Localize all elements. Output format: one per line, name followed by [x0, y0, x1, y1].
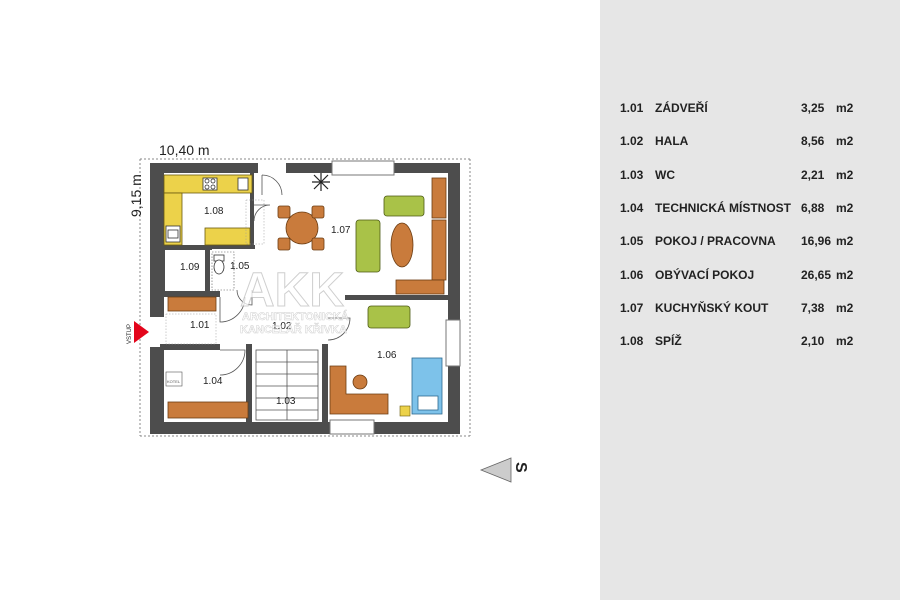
room-row: 1.02 HALA 8,56 m2 — [600, 131, 900, 151]
room-area: 26,65 — [801, 268, 832, 282]
watermark-logo: AKK — [240, 264, 344, 317]
room-name: WC — [655, 168, 675, 182]
north-label: S — [512, 462, 529, 473]
width-dimension-label: 10,40 m — [159, 142, 210, 158]
top-door-opening — [258, 161, 286, 175]
cooktop-icon — [204, 178, 216, 190]
boiler-label: KOTEL — [167, 379, 181, 384]
room-name: TECHNICKÁ MÍSTNOST — [655, 201, 791, 215]
room-number: 1.01 — [620, 101, 644, 115]
room-area-unit: m2 — [836, 201, 854, 215]
floor-plan: 10,40 m 9,15 m — [127, 142, 529, 483]
room-number: 1.03 — [620, 168, 644, 182]
top-window — [331, 160, 395, 176]
room-area-unit: m2 — [836, 334, 854, 348]
room-area: 16,96 — [801, 234, 832, 248]
room-label-1-04: 1.04 — [203, 376, 223, 387]
room-area-unit: m2 — [836, 134, 854, 148]
bottom-window — [329, 419, 375, 435]
floor-plan-area: 10,40 m 9,15 m — [127, 142, 529, 483]
door-swings — [219, 174, 351, 376]
room-number: 1.05 — [620, 234, 644, 248]
interior-walls — [160, 173, 448, 422]
room-area: 8,56 — [801, 134, 825, 148]
coffee-table — [390, 222, 414, 268]
room-name: SPÍŽ — [655, 334, 682, 348]
room-row: 1.01 ZÁDVEŘÍ 3,25 m2 — [600, 98, 900, 118]
watermark-line-2: KANCELÁŘ KŘIVKA — [240, 323, 347, 336]
room-number: 1.04 — [620, 201, 644, 215]
entry-floor-tiles — [165, 199, 265, 345]
company-watermark: AKK ARCHITEKTONICKÁ KANCELÁŘ KŘIVKA — [240, 264, 350, 337]
room-name: OBÝVACÍ POKOJ — [655, 268, 755, 282]
office-chair — [352, 374, 368, 390]
room-label-1-07: 1.07 — [331, 225, 351, 236]
room-label-1-09: 1.09 — [180, 262, 200, 273]
room-label-1-02: 1.02 — [272, 321, 292, 332]
entrance-label: VSTUP — [127, 324, 133, 344]
dining-table — [277, 205, 325, 251]
sink-icon — [167, 229, 179, 239]
room-label-1-06: 1.06 — [377, 350, 397, 361]
room-area: 2,21 — [801, 168, 825, 182]
room-schedule-panel: 1.01 ZÁDVEŘÍ 3,25 m2 1.02 HALA 8,56 m2 1… — [600, 0, 900, 600]
sofas — [355, 195, 425, 329]
room-area: 3,25 — [801, 101, 825, 115]
room-row: 1.03 WC 2,21 m2 — [600, 165, 900, 185]
room-row: 1.08 SPÍŽ 2,10 m2 — [600, 331, 900, 351]
plant-icon — [312, 173, 330, 191]
room-area-unit: m2 — [836, 268, 854, 282]
watermark-line-1: ARCHITEKTONICKÁ — [242, 310, 349, 323]
room-row: 1.05 POKOJ / PRACOVNA 16,96 m2 — [600, 231, 900, 251]
room-row: 1.07 KUCHYŇSKÝ KOUT 7,38 m2 — [600, 298, 900, 318]
room-area-unit: m2 — [836, 234, 854, 248]
room-area: 6,88 — [801, 201, 825, 215]
entrance-door-opening — [148, 317, 166, 347]
room-name: HALA — [655, 134, 689, 148]
room-label-1-05: 1.05 — [230, 261, 250, 272]
room-number: 1.07 — [620, 301, 644, 315]
toilet-icon — [213, 254, 225, 275]
boiler — [165, 371, 183, 387]
room-label-1-08: 1.08 — [204, 206, 224, 217]
kitchen-counters — [163, 174, 253, 246]
room-area: 2,10 — [801, 334, 825, 348]
room-area-unit: m2 — [836, 168, 854, 182]
entrance-arrow-icon — [134, 321, 149, 343]
room-area-unit: m2 — [836, 301, 854, 315]
height-dimension-label: 9,15 m — [128, 174, 144, 217]
room-number: 1.06 — [620, 268, 644, 282]
room-number: 1.08 — [620, 334, 644, 348]
room-label-1-01: 1.01 — [190, 320, 210, 331]
north-arrow-icon — [479, 457, 512, 483]
staircase — [255, 349, 319, 421]
room-row: 1.04 TECHNICKÁ MÍSTNOST 6,88 m2 — [600, 198, 900, 218]
room-name: KUCHYŇSKÝ KOUT — [655, 301, 769, 315]
room-area-unit: m2 — [836, 101, 854, 115]
room-name: POKOJ / PRACOVNA — [655, 234, 776, 248]
wood-furniture — [167, 177, 447, 419]
room-name: ZÁDVEŘÍ — [655, 101, 708, 115]
room-area: 7,38 — [801, 301, 825, 315]
right-window — [445, 319, 461, 367]
bed — [399, 357, 443, 417]
room-label-1-03: 1.03 — [276, 396, 296, 407]
room-number: 1.02 — [620, 134, 644, 148]
room-row: 1.06 OBÝVACÍ POKOJ 26,65 m2 — [600, 265, 900, 285]
